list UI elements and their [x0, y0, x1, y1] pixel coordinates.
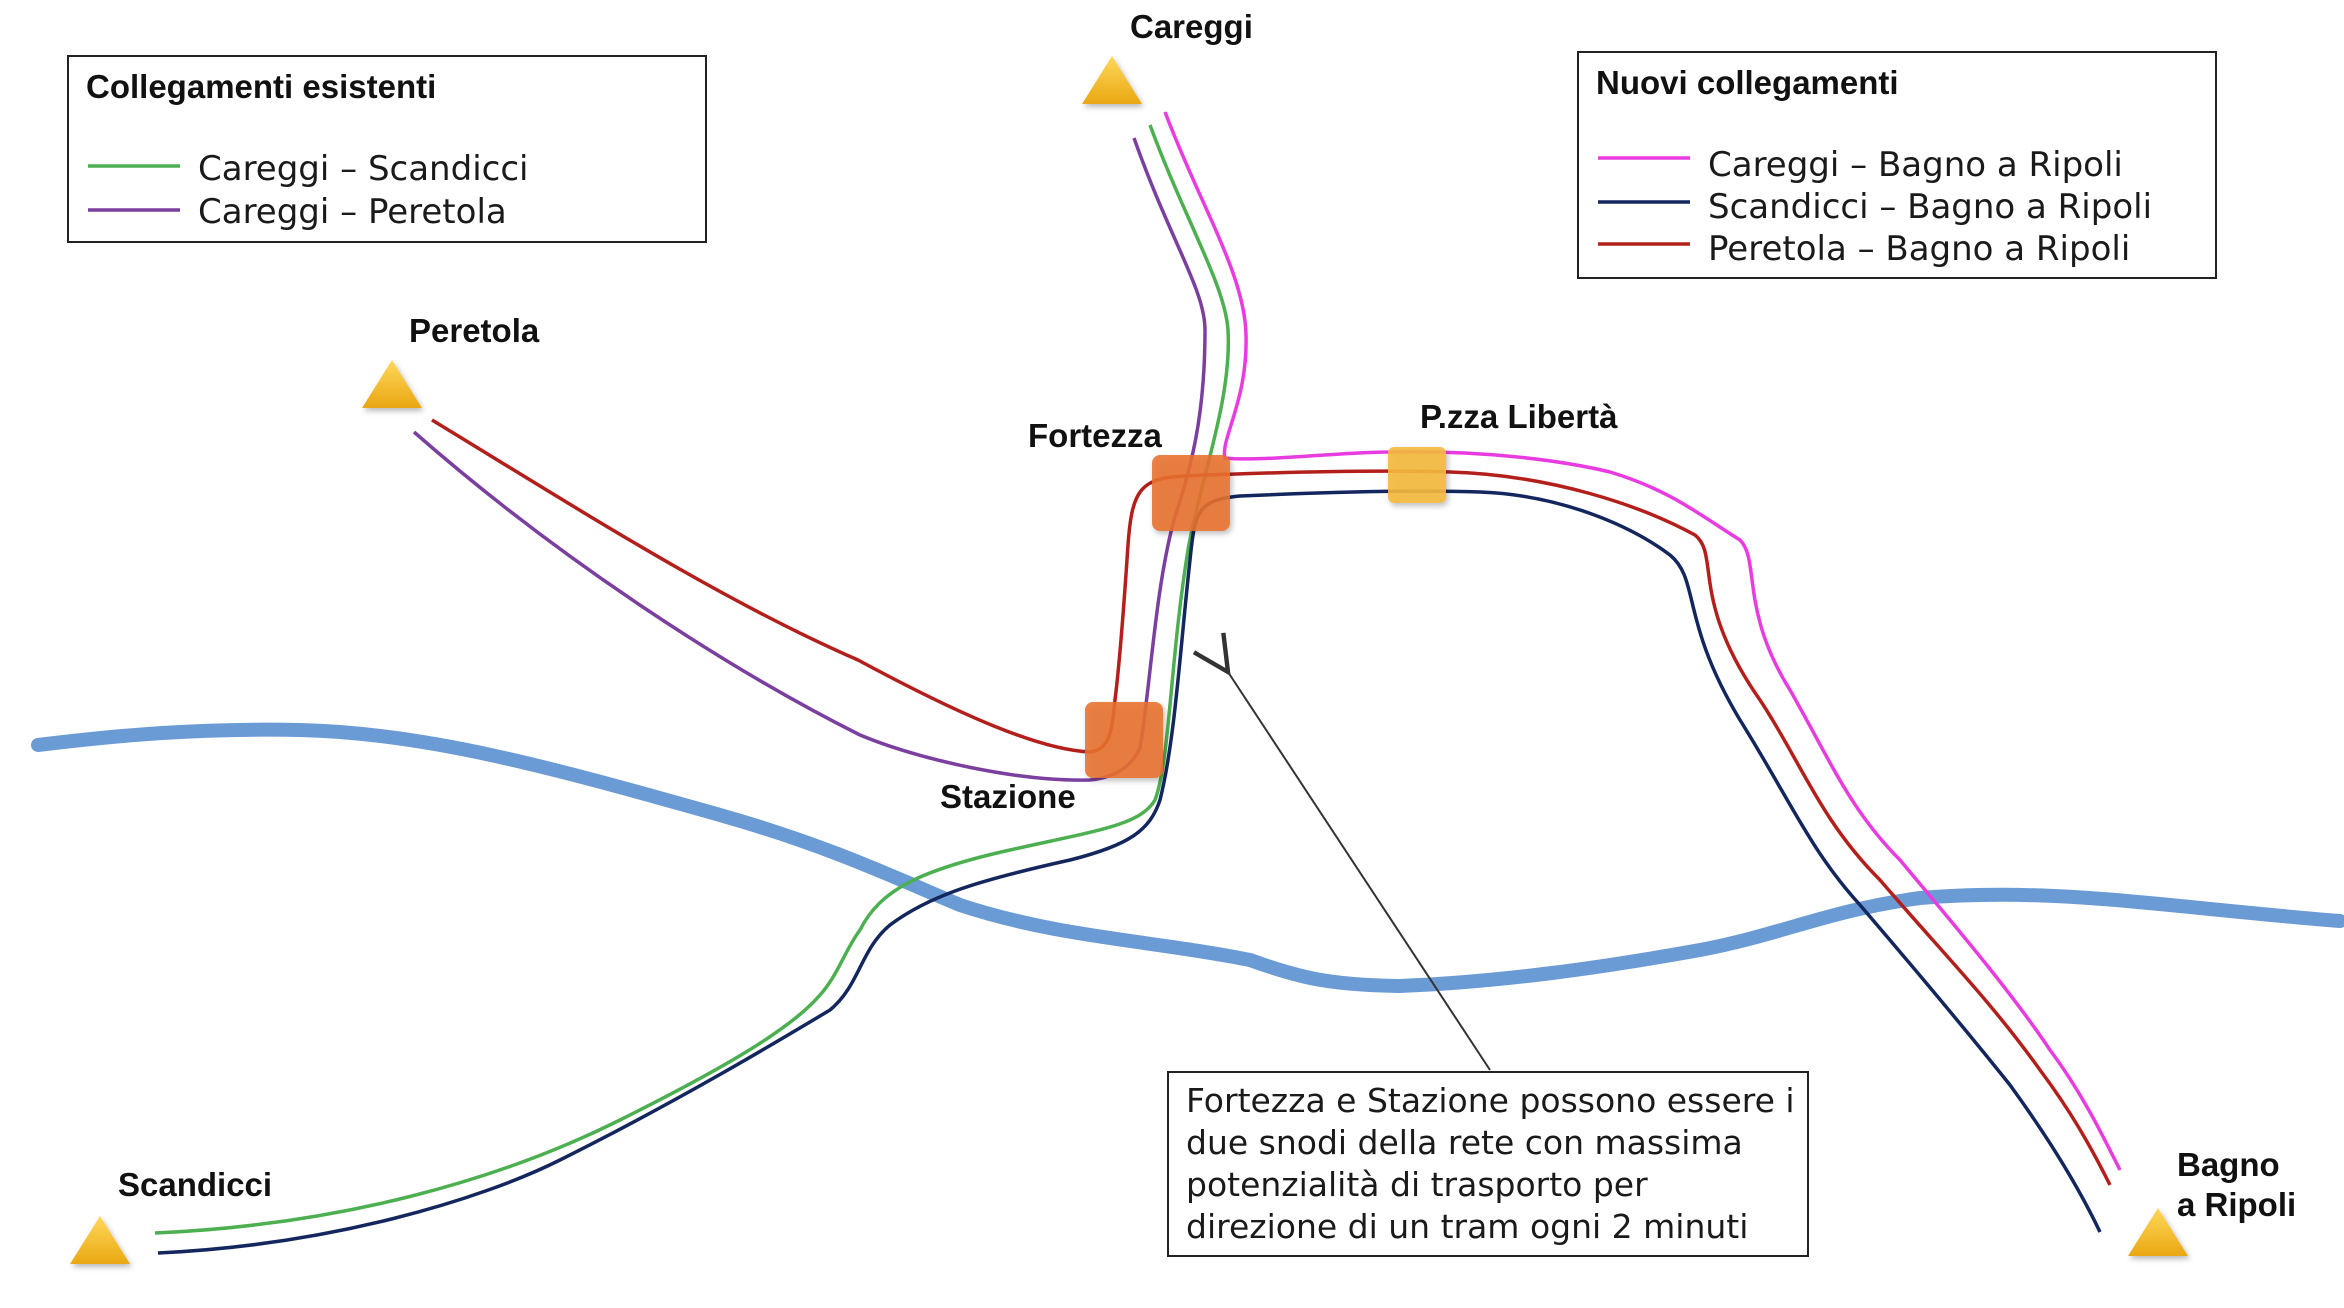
- legend-existing-title: Collegamenti esistenti: [86, 68, 436, 105]
- terminal-peretola-triangle: [362, 360, 422, 408]
- route-careggi-bagno-a-ripoli: [1163, 111, 2122, 1171]
- terminal-careggi-triangle: [1082, 56, 1142, 104]
- hub-stazione-marker: [1085, 702, 1163, 778]
- hub-fortezza-marker: [1152, 455, 1230, 531]
- stop-piazza-liberta-marker: [1388, 447, 1446, 503]
- terminal-bagno-a-ripoli-triangle: [2128, 1208, 2188, 1256]
- label-bagno-a-ripoli-line2: a Ripoli: [2177, 1186, 2296, 1223]
- note-line-2: due snodi della rete con massima: [1186, 1123, 1743, 1162]
- legend-label-scandicci-bagno-a-ripoli: Scandicci – Bagno a Ripoli: [1708, 187, 2152, 227]
- legend-new: Nuovi collegamenti Careggi – Bagno a Rip…: [1577, 51, 2217, 279]
- label-peretola: Peretola: [409, 312, 540, 349]
- river-arno: [31, 722, 2344, 994]
- legend-existing: Collegamenti esistenti Careggi – Scandic…: [67, 55, 707, 243]
- legend-label-careggi-peretola: Careggi – Peretola: [198, 192, 507, 232]
- route-peretola-bagno-a-ripoli: [431, 418, 2112, 1186]
- legend-label-peretola-bagno-a-ripoli: Peretola – Bagno a Ripoli: [1708, 229, 2130, 269]
- legend-new-title: Nuovi collegamenti: [1596, 64, 1899, 101]
- label-bagno-a-ripoli-line1: Bagno: [2177, 1146, 2280, 1183]
- legend-label-careggi-scandicci: Careggi – Scandicci: [198, 149, 528, 189]
- note-line-3: potenzialità di trasporto per: [1186, 1165, 1648, 1204]
- label-stazione: Stazione: [940, 778, 1076, 815]
- route-careggi-scandicci: [154, 124, 1231, 1235]
- note-line-1: Fortezza e Stazione possono essere i: [1186, 1081, 1795, 1120]
- annotation-arrow: [1228, 672, 1491, 1071]
- annotation-note: Fortezza e Stazione possono essere i due…: [1167, 1071, 1809, 1257]
- terminal-scandicci-triangle: [70, 1216, 130, 1264]
- label-scandicci: Scandicci: [118, 1166, 272, 1203]
- label-careggi: Careggi: [1130, 8, 1253, 45]
- label-piazza-liberta: P.zza Libertà: [1420, 398, 1618, 435]
- label-fortezza: Fortezza: [1028, 417, 1163, 454]
- note-line-4: direzione di un tram ogni 2 minuti: [1186, 1207, 1748, 1246]
- legend-label-careggi-bagno-a-ripoli: Careggi – Bagno a Ripoli: [1708, 145, 2123, 185]
